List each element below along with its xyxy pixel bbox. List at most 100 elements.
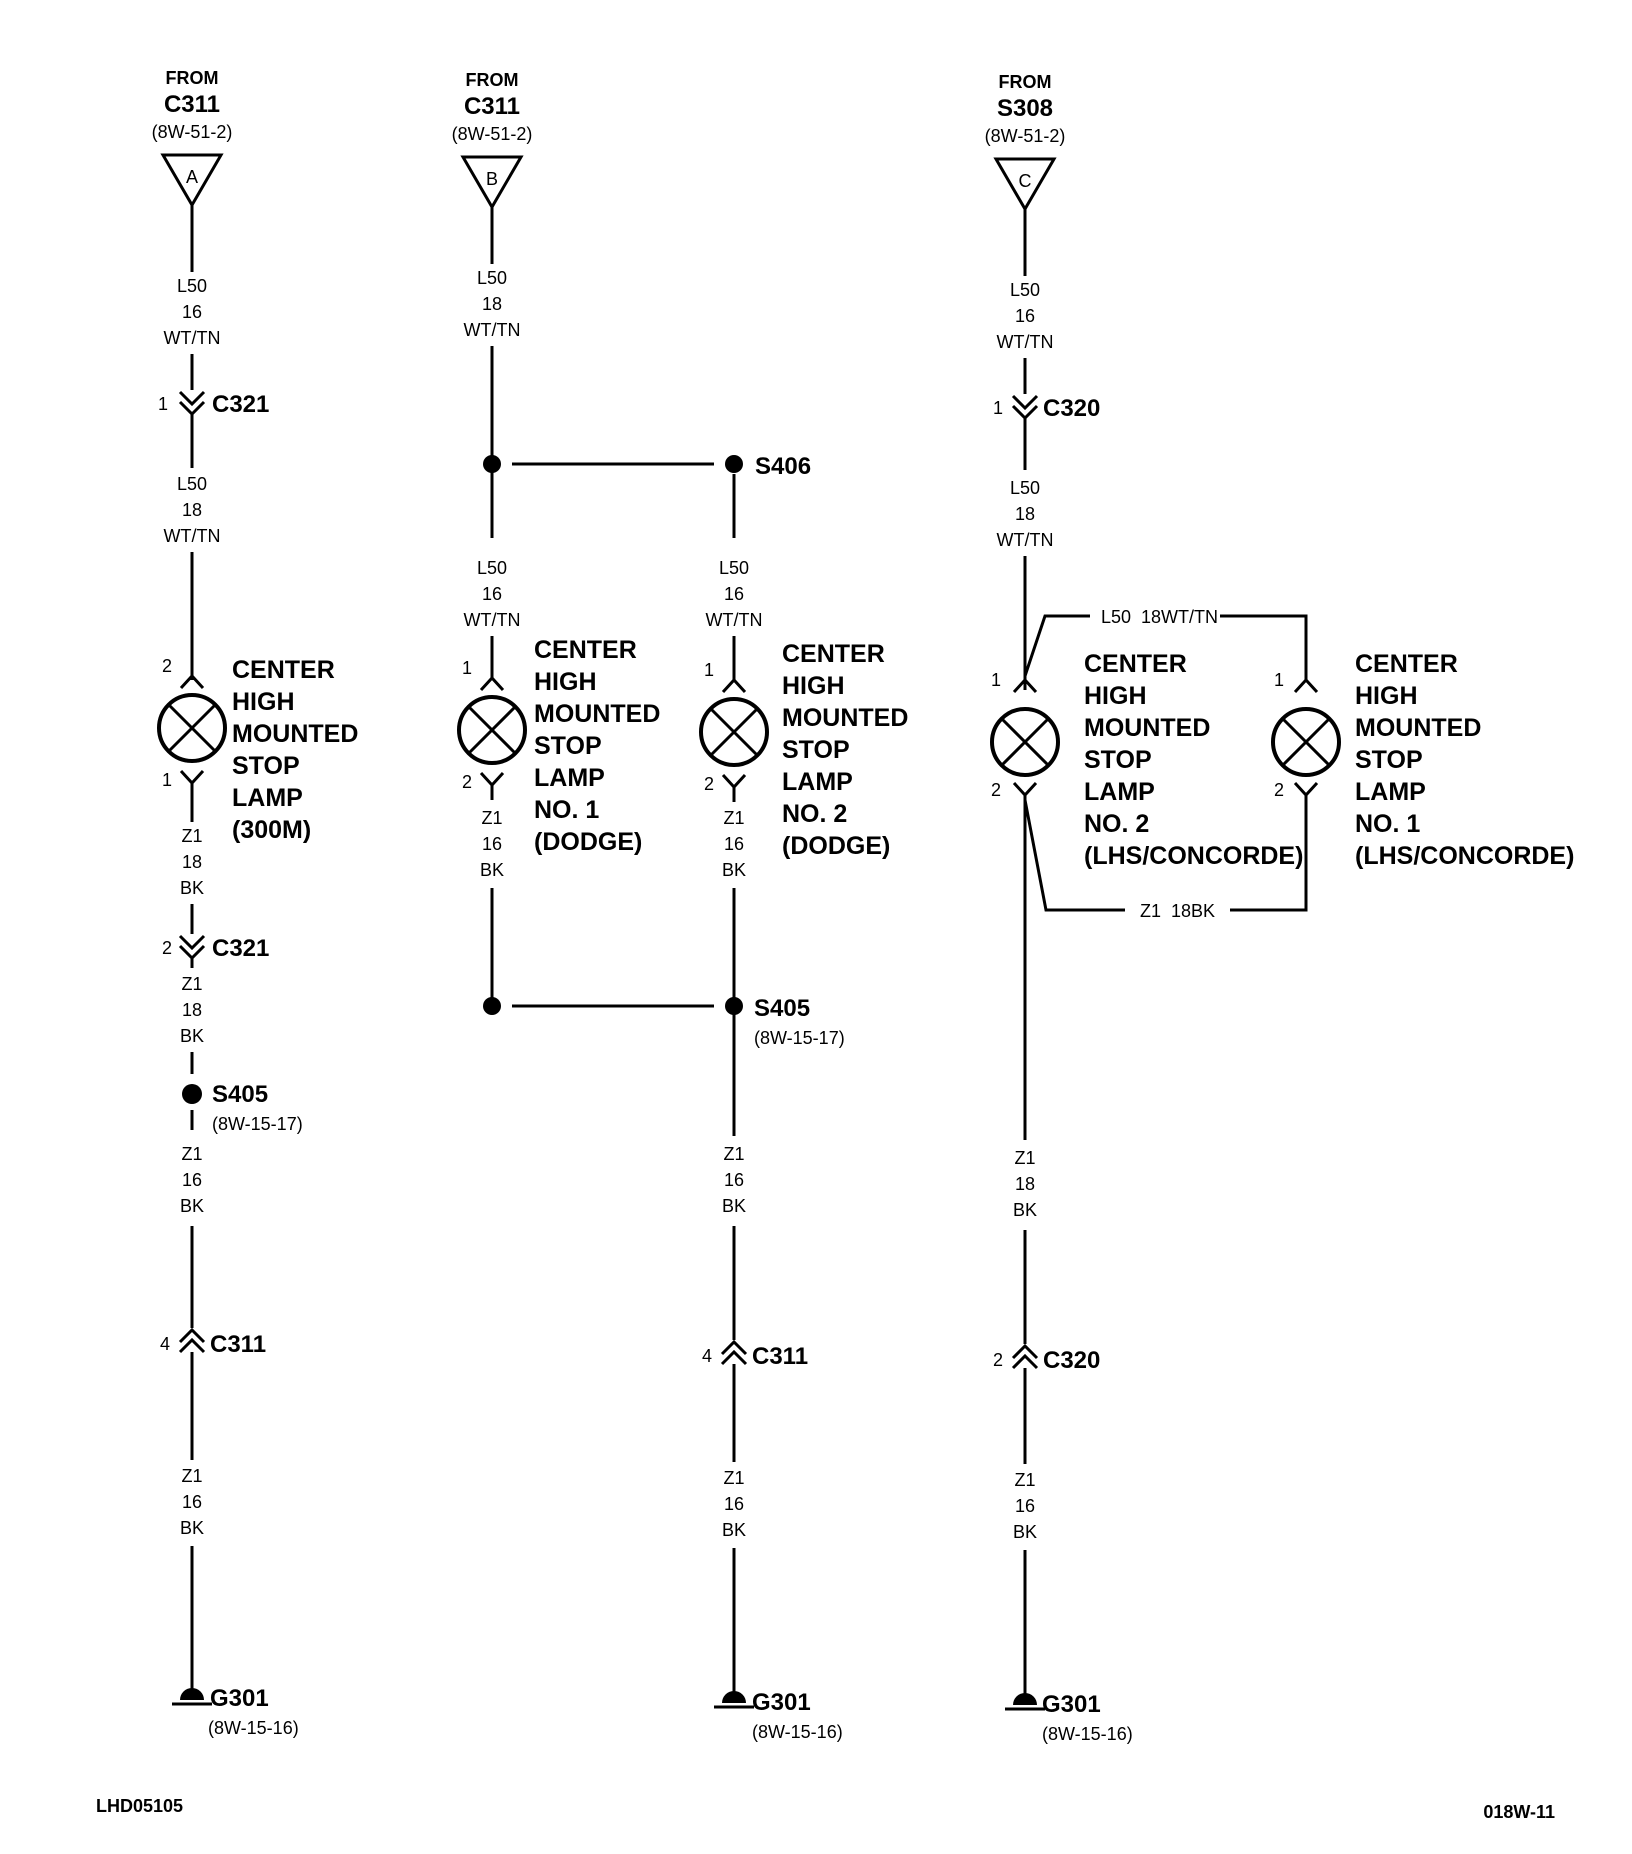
svg-text:STOP: STOP <box>1084 746 1152 774</box>
figure-code-right: 018W-11 <box>1483 1802 1555 1822</box>
wire-label: L50 16 WT/TN <box>464 558 521 630</box>
svg-text:16: 16 <box>724 584 744 604</box>
splice-ref: (8W-15-17) <box>754 1028 845 1048</box>
svg-text:CENTER: CENTER <box>534 636 637 664</box>
source-letter: C <box>1019 171 1032 191</box>
wire-label: Z1 18 BK <box>1013 1148 1037 1220</box>
connector-label: C321 <box>212 391 269 418</box>
svg-text:MOUNTED: MOUNTED <box>534 700 660 728</box>
svg-text:L50: L50 <box>177 474 207 494</box>
svg-text:CENTER: CENTER <box>232 656 335 684</box>
svg-text:STOP: STOP <box>534 732 602 760</box>
svg-text:(300M): (300M) <box>232 816 311 844</box>
lamp-label: CENTER HIGH MOUNTED STOP LAMP (300M) <box>232 656 358 844</box>
svg-text:18: 18 <box>482 294 502 314</box>
source-letter: B <box>486 169 498 189</box>
wire-label: L50 16 WT/TN <box>706 558 763 630</box>
lamp-icon <box>1271 707 1341 777</box>
svg-text:Z1: Z1 <box>1014 1148 1035 1168</box>
wire-label: Z1 16 BK <box>722 1468 746 1540</box>
lamp-pin-bottom: 2 <box>704 774 714 794</box>
lamp-pin-bottom: 1 <box>162 770 172 790</box>
splice-ref: (8W-15-17) <box>212 1114 303 1134</box>
lamp-pin-bottom: 2 <box>462 772 472 792</box>
splice-dot-icon <box>725 455 743 473</box>
svg-text:16: 16 <box>1015 1496 1035 1516</box>
ground-label: G301 <box>1042 1691 1101 1718</box>
svg-text:WT/TN: WT/TN <box>464 320 521 340</box>
connector-pin: 2 <box>993 1350 1003 1370</box>
ground-label: G301 <box>210 1685 269 1712</box>
svg-text:CENTER: CENTER <box>1084 650 1187 678</box>
splice-dot-icon <box>483 997 501 1015</box>
svg-text:16: 16 <box>482 834 502 854</box>
wire-label: Z1 16 BK <box>180 1466 204 1538</box>
source-connector-label: S308 <box>997 95 1053 122</box>
ground-icon <box>172 1688 212 1706</box>
svg-text:NO. 1: NO. 1 <box>534 796 599 824</box>
splice-label: S406 <box>755 453 811 480</box>
svg-text:16: 16 <box>182 1170 202 1190</box>
svg-text:18: 18 <box>182 852 202 872</box>
svg-text:MOUNTED: MOUNTED <box>1084 714 1210 742</box>
lamp-pin-bottom: 2 <box>1274 780 1284 800</box>
splice-label: S405 <box>754 995 810 1022</box>
connector-double-chevron-down-icon <box>1011 394 1039 421</box>
svg-text:18: 18 <box>1015 504 1035 524</box>
svg-text:Z1: Z1 <box>181 974 202 994</box>
wire-label: L50 16 WT/TN <box>997 280 1054 352</box>
svg-text:NO. 2: NO. 2 <box>782 800 847 828</box>
wire-label: L50 16 WT/TN <box>164 276 221 348</box>
lamp-icon <box>157 693 227 763</box>
svg-text:18: 18 <box>182 500 202 520</box>
ground-icon <box>1005 1693 1045 1711</box>
svg-text:L50: L50 <box>477 268 507 288</box>
source-from-label: FROM <box>166 68 219 88</box>
lamp-label: CENTER HIGH MOUNTED STOP LAMP NO. 1 (DOD… <box>534 636 660 856</box>
wire-label: Z1 16 BK <box>1013 1470 1037 1542</box>
branch-wire-label: L50 18WT/TN <box>1101 607 1218 627</box>
wire-label: Z1 16 BK <box>480 808 504 880</box>
svg-text:CENTER: CENTER <box>1355 650 1458 678</box>
lamp-icon <box>699 697 769 767</box>
source-triangle-icon: A <box>160 153 224 208</box>
source-ref-label: (8W-51-2) <box>985 126 1066 146</box>
svg-text:Z1: Z1 <box>181 826 202 846</box>
ground-label: G301 <box>752 1689 811 1716</box>
figure-code-left: LHD05105 <box>96 1796 183 1816</box>
svg-text:MOUNTED: MOUNTED <box>232 720 358 748</box>
ground-ref: (8W-15-16) <box>1042 1724 1133 1744</box>
svg-text:Z1: Z1 <box>181 1466 202 1486</box>
svg-text:STOP: STOP <box>782 736 850 764</box>
wire-label: L50 18 WT/TN <box>464 268 521 340</box>
lamp-pin-top: 2 <box>162 656 172 676</box>
svg-text:16: 16 <box>482 584 502 604</box>
svg-text:L50: L50 <box>1010 280 1040 300</box>
svg-text:BK: BK <box>722 860 746 880</box>
lamp-pin-top: 1 <box>991 670 1001 690</box>
wire-label: L50 18 WT/TN <box>164 474 221 546</box>
lamp-pin-top: 1 <box>704 660 714 680</box>
connector-label: C320 <box>1043 1347 1100 1374</box>
source-connector-label: C311 <box>164 91 220 118</box>
svg-text:(DODGE): (DODGE) <box>782 832 890 860</box>
svg-text:L50: L50 <box>177 276 207 296</box>
connector-pin: 4 <box>160 1334 170 1354</box>
svg-text:L50: L50 <box>1010 478 1040 498</box>
connector-double-chevron-up-icon <box>178 1327 206 1354</box>
svg-text:16: 16 <box>724 834 744 854</box>
connector-pin: 4 <box>702 1346 712 1366</box>
column-c: FROM S308 (8W-51-2) C L50 16 WT/TN 1 C32… <box>985 72 1575 1744</box>
svg-text:NO. 1: NO. 1 <box>1355 810 1420 838</box>
source-letter: A <box>186 167 198 187</box>
svg-text:16: 16 <box>1015 306 1035 326</box>
svg-text:18: 18 <box>182 1000 202 1020</box>
svg-text:BK: BK <box>180 1518 204 1538</box>
lamp-label: CENTER HIGH MOUNTED STOP LAMP NO. 2 (DOD… <box>782 640 908 860</box>
wire-label: Z1 18 BK <box>180 826 204 898</box>
column-a: FROM C311 (8W-51-2) A L50 16 WT/TN 1 C32… <box>152 68 359 1738</box>
svg-text:HIGH: HIGH <box>1084 682 1147 710</box>
svg-text:CENTER: CENTER <box>782 640 885 668</box>
svg-text:16: 16 <box>724 1170 744 1190</box>
